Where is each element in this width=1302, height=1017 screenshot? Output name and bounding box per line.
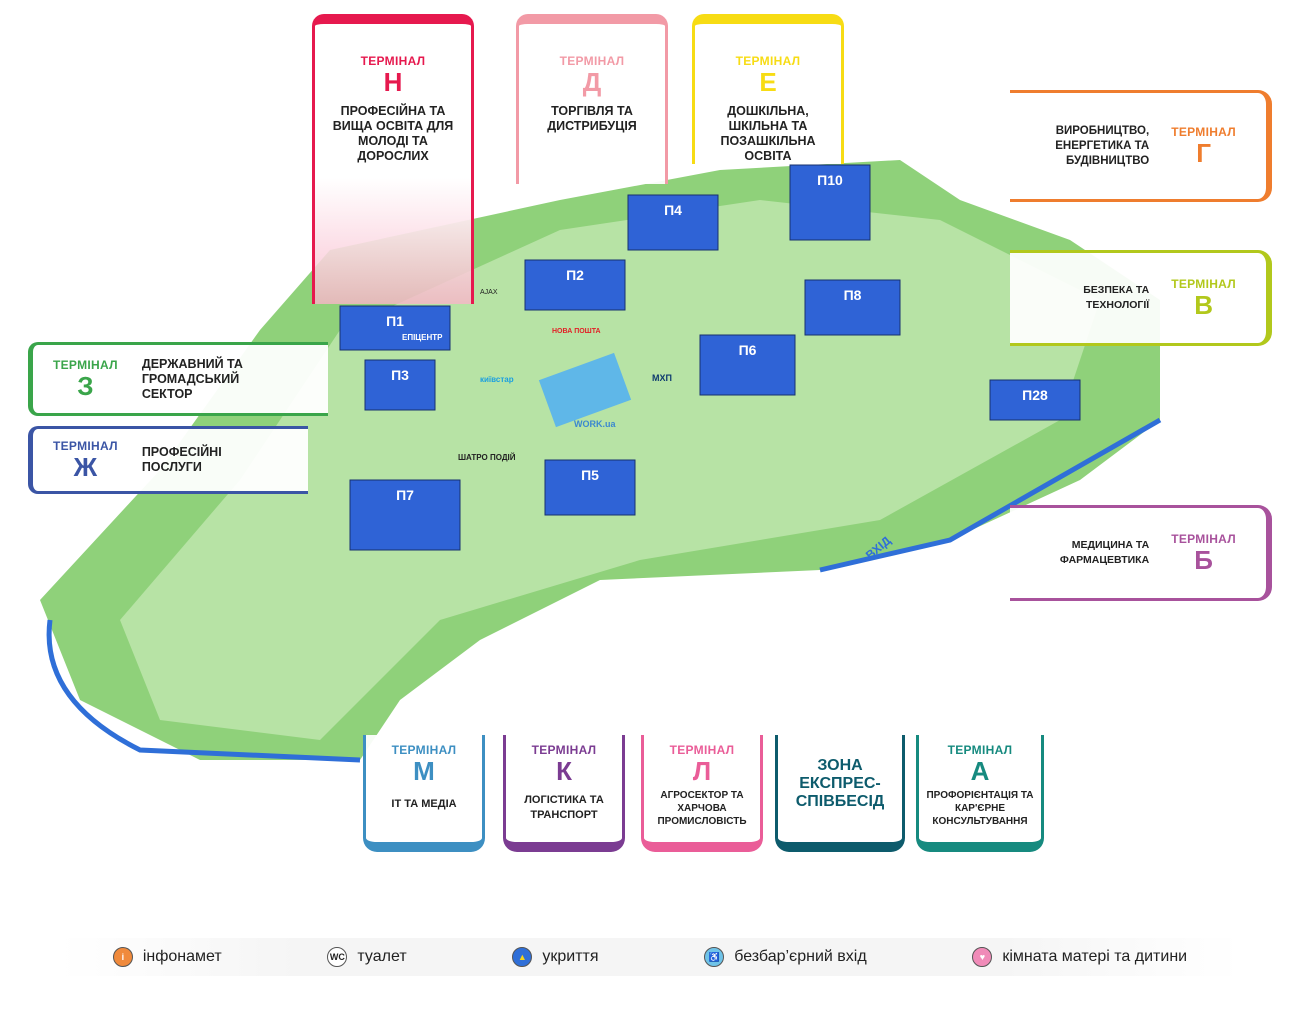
mother-child-icon: ♥ xyxy=(972,947,993,967)
info-icon: i xyxy=(112,947,133,967)
pavilion-label: П10 xyxy=(817,172,843,188)
terminal-g-card[interactable]: ВИРОБНИЦТВО, ЕНЕРГЕТИКА ТА БУДІВНИЦТВО Т… xyxy=(1010,90,1272,202)
event-tent-label: ШАТРО ПОДІЙ xyxy=(458,453,516,462)
terminal-n-card[interactable]: ТЕРМІНАЛ Н ПРОФЕСІЙНА ТА ВИЩА ОСВІТА ДЛЯ… xyxy=(312,14,474,304)
terminal-e-card[interactable]: ТЕРМІНАЛ Е ДОШКІЛЬНА, ШКІЛЬНА ТА ПОЗАШКІ… xyxy=(692,14,844,164)
pavilion-building[interactable] xyxy=(627,194,719,251)
pavilion-label: П1 xyxy=(386,313,404,329)
terminal-a-card[interactable]: ТЕРМІНАЛ А ПРОФОРІЄНТАЦІЯ ТА КАР'ЄРНЕ КО… xyxy=(916,735,1044,852)
shelter-icon: ▲ xyxy=(512,947,533,967)
fountain xyxy=(538,352,632,428)
express-interview-zone-card[interactable]: ЗОНА ЕКСПРЕС-СПІВБЕСІД xyxy=(775,735,905,852)
pavilion-label: П5 xyxy=(581,467,599,483)
pavilion-building[interactable] xyxy=(364,359,436,411)
sponsor-kyivstar: київстар xyxy=(480,375,514,384)
pavilion-label: П4 xyxy=(664,202,682,218)
sponsor-epicentr: ЕПІЦЕНТР xyxy=(402,333,443,342)
sponsor-nova-poshta: НОВА ПОШТА xyxy=(552,328,601,335)
sponsor-ajax: AJAX xyxy=(480,289,498,296)
pavilion-building[interactable] xyxy=(524,259,626,311)
pavilion-label: П2 xyxy=(566,267,584,283)
pavilion-building[interactable] xyxy=(699,334,796,396)
terminal-d-card[interactable]: ТЕРМІНАЛ Д ТОРГІВЛЯ ТА ДИСТРИБУЦІЯ xyxy=(516,14,668,184)
terminal-k-card[interactable]: ТЕРМІНАЛ К ЛОГІСТИКА ТА ТРАНСПОРТ xyxy=(503,735,625,852)
pavilion-building[interactable] xyxy=(349,479,461,551)
terminal-m-card[interactable]: ТЕРМІНАЛ М ІТ ТА МЕДІА xyxy=(363,735,485,852)
pavilion-building[interactable] xyxy=(789,164,871,241)
terminal-l-card[interactable]: ТЕРМІНАЛ Л АГРОСЕКТОР ТА ХАРЧОВА ПРОМИСЛ… xyxy=(641,735,763,852)
sponsor-mhp: МХП xyxy=(652,373,672,383)
pavilion-building[interactable] xyxy=(339,305,451,351)
legend-mother-child: ♥кімната матері та дитини xyxy=(972,947,1187,967)
legend-accessible: ♿безбар’єрний вхід xyxy=(704,947,867,967)
pavilion-building[interactable] xyxy=(544,459,636,516)
pavilion-label: П6 xyxy=(739,342,757,358)
outer-road xyxy=(46,619,361,763)
legend-shelter: ▲укриття xyxy=(512,947,599,967)
pavilion-building[interactable] xyxy=(804,279,901,336)
pavilion-label: П7 xyxy=(396,487,414,503)
accessible-icon: ♿ xyxy=(704,947,725,967)
pavilion-label: П3 xyxy=(391,367,409,383)
pavilion-building[interactable] xyxy=(989,379,1081,421)
pavilion-label: П8 xyxy=(844,287,862,303)
sponsor-work-ua: WORK.ua xyxy=(574,419,616,429)
wc-icon: WC xyxy=(327,947,348,967)
east-road xyxy=(819,417,1162,573)
pavilion-label: П28 xyxy=(1022,387,1048,403)
